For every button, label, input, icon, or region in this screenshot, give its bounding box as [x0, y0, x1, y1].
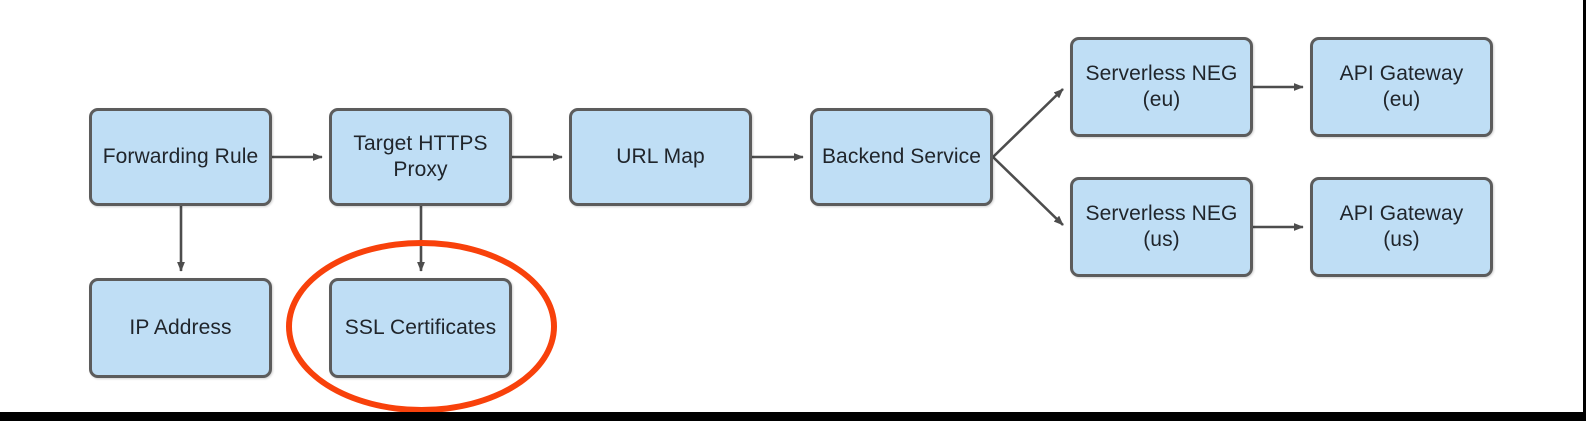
node-label-ip-address: IP Address: [129, 316, 232, 340]
node-backend-service[interactable]: Backend Service: [810, 108, 993, 206]
node-label-serverless-neg-us: Serverless NEG (us): [1085, 202, 1238, 251]
node-ssl-certificates[interactable]: SSL Certificates: [329, 278, 512, 378]
edge-backend-to-neg-eu: [992, 88, 1064, 158]
node-label-api-gateway-us: API Gateway (us): [1339, 202, 1464, 251]
node-label-serverless-neg-eu: Serverless NEG (eu): [1085, 62, 1238, 111]
node-ip-address[interactable]: IP Address: [89, 278, 272, 378]
node-forwarding-rule[interactable]: Forwarding Rule: [89, 108, 272, 206]
node-label-target-https-proxy: Target HTTPS Proxy: [353, 132, 488, 181]
node-api-gateway-eu[interactable]: API Gateway (eu): [1310, 37, 1493, 137]
node-serverless-neg-us[interactable]: Serverless NEG (us): [1070, 177, 1253, 277]
node-label-backend-service: Backend Service: [821, 145, 982, 169]
edge-backend-to-neg-us: [992, 156, 1064, 226]
node-label-ssl-certificates: SSL Certificates: [344, 316, 497, 340]
node-url-map[interactable]: URL Map: [569, 108, 752, 206]
node-api-gateway-us[interactable]: API Gateway (us): [1310, 177, 1493, 277]
node-target-https-proxy[interactable]: Target HTTPS Proxy: [329, 108, 512, 206]
edge-paths: [177, 83, 1304, 272]
node-label-api-gateway-eu: API Gateway (eu): [1339, 62, 1464, 111]
node-label-forwarding-rule: Forwarding Rule: [102, 145, 259, 169]
node-serverless-neg-eu[interactable]: Serverless NEG (eu): [1070, 37, 1253, 137]
node-label-url-map: URL Map: [616, 145, 705, 169]
